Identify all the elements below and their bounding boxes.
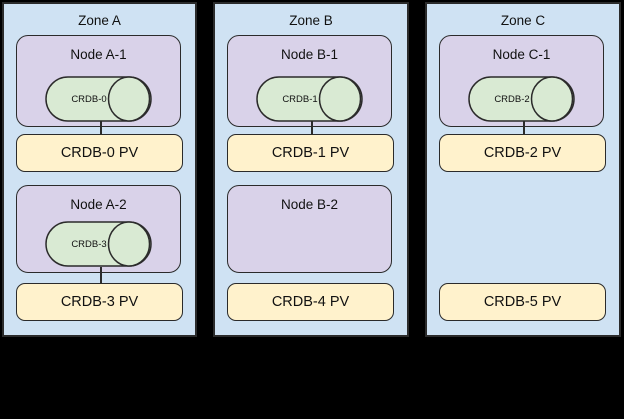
pod-crdb-2: CRDB-2 xyxy=(468,76,575,122)
connector-pod-to-pv xyxy=(311,121,313,136)
pv-crdb-5-label: CRDB-5 PV xyxy=(483,294,562,310)
pv-crdb-1: CRDB-1 PV xyxy=(227,134,394,172)
pod-crdb-3: CRDB-3 xyxy=(45,221,152,267)
pv-crdb-0: CRDB-0 PV xyxy=(16,134,183,172)
zone-c: Zone C Node C-1 CRDB-2 CRDB-2 PV CRDB-5 … xyxy=(425,2,621,337)
cylinder-icon xyxy=(45,221,152,267)
pv-crdb-0-label: CRDB-0 PV xyxy=(60,145,139,161)
pv-crdb-2: CRDB-2 PV xyxy=(439,134,606,172)
zone-c-label: Zone C xyxy=(500,13,546,28)
node-c-1: Node C-1 CRDB-2 xyxy=(439,35,604,127)
node-a-2: Node A-2 CRDB-3 xyxy=(16,185,181,273)
cylinder-icon xyxy=(256,76,363,122)
zone-a-label: Zone A xyxy=(78,13,121,28)
node-a-2-label: Node A-2 xyxy=(70,197,127,212)
pv-crdb-4: CRDB-4 PV xyxy=(227,283,394,321)
node-b-2: Node B-2 xyxy=(227,185,392,273)
node-b-1: Node B-1 CRDB-1 xyxy=(227,35,392,127)
zone-a: Zone A Node A-1 CRDB-0 CRDB-0 PV Node A-… xyxy=(2,2,197,337)
zone-b: Zone B Node B-1 CRDB-1 CRDB-1 PV Node B-… xyxy=(213,2,409,337)
pod-crdb-1-label: CRDB-1 xyxy=(282,93,318,105)
node-b-1-label: Node B-1 xyxy=(280,47,339,62)
pv-crdb-5: CRDB-5 PV xyxy=(439,283,606,321)
node-b-2-label: Node B-2 xyxy=(280,197,339,212)
node-c-1-label: Node C-1 xyxy=(492,47,551,62)
connector-pod-to-pv xyxy=(523,121,525,136)
pod-crdb-0-label: CRDB-0 xyxy=(71,93,107,105)
connector-pod-to-pv xyxy=(100,267,102,285)
node-a-1: Node A-1 CRDB-0 xyxy=(16,35,181,127)
connector-pod-to-pv xyxy=(100,121,102,136)
pv-crdb-3: CRDB-3 PV xyxy=(16,283,183,321)
pod-crdb-0: CRDB-0 xyxy=(45,76,152,122)
zone-b-label: Zone B xyxy=(289,13,333,28)
pod-crdb-3-label: CRDB-3 xyxy=(71,238,107,250)
pv-crdb-3-label: CRDB-3 PV xyxy=(60,294,139,310)
pod-crdb-2-label: CRDB-2 xyxy=(494,93,530,105)
pv-crdb-4-label: CRDB-4 PV xyxy=(271,294,350,310)
pod-crdb-1: CRDB-1 xyxy=(256,76,363,122)
cylinder-icon xyxy=(45,76,152,122)
pv-crdb-1-label: CRDB-1 PV xyxy=(271,145,350,161)
pv-crdb-2-label: CRDB-2 PV xyxy=(483,145,562,161)
node-a-1-label: Node A-1 xyxy=(70,47,127,62)
cylinder-icon xyxy=(468,76,575,122)
